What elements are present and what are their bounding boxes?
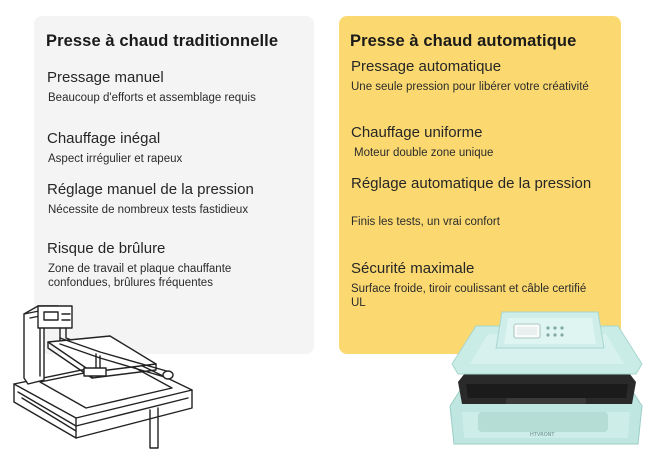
svg-text:HTVRONT: HTVRONT xyxy=(530,432,555,438)
traditional-press-icon xyxy=(13,305,193,449)
feature-title-auto-pressing: Pressage automatique xyxy=(351,58,502,75)
feature-title-manual-pressure: Réglage manuel de la pression xyxy=(47,181,254,198)
automatic-press-icon: HTVRONT xyxy=(449,311,643,445)
feature-desc-burn-risk: Zone de travail et plaque chauffante con… xyxy=(48,263,232,289)
feature-title-max-safety: Sécurité maximale xyxy=(351,260,475,277)
feature-desc-uniform-heating: Moteur double zone unique xyxy=(354,147,494,159)
automatic-press-title: Presse à chaud automatique xyxy=(350,32,577,50)
feature-desc-auto-pressure: Finis les tests, un vrai confort xyxy=(351,216,500,228)
traditional-press-card xyxy=(34,16,314,354)
traditional-press-title: Presse à chaud traditionnelle xyxy=(46,32,279,50)
feature-title-uniform-heating: Chauffage uniforme xyxy=(351,124,483,141)
feature-title-burn-risk: Risque de brûlure xyxy=(47,240,166,257)
feature-title-auto-pressure: Réglage automatique de la pression xyxy=(351,175,592,192)
feature-title-manual-pressing: Pressage manuel xyxy=(47,69,164,86)
feature-desc-max-safety: Surface froide, tiroir coulissant et câb… xyxy=(351,283,587,309)
feature-desc-auto-pressing: Une seule pression pour libérer votre cr… xyxy=(351,81,589,93)
automatic-press-card xyxy=(339,16,621,354)
feature-desc-manual-pressure: Nécessite de nombreux tests fastidieux xyxy=(48,204,249,216)
feature-desc-manual-pressing: Beaucoup d'efforts et assemblage requis xyxy=(48,92,256,104)
feature-desc-uneven-heating: Aspect irrégulier et rapeux xyxy=(48,153,183,165)
feature-title-uneven-heating: Chauffage inégal xyxy=(47,130,161,147)
